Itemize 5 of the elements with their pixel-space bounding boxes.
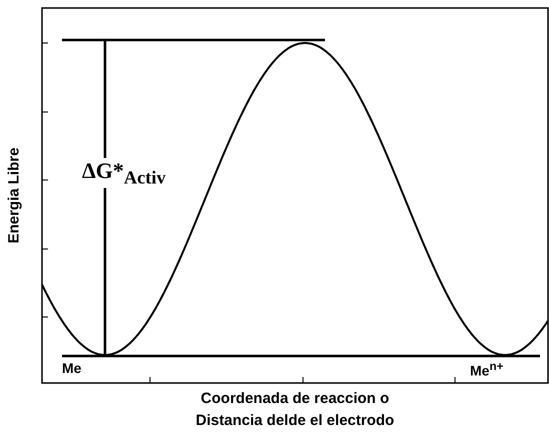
energy-label: ΔG*$_{Activ}$ (82, 158, 166, 188)
state-label: Me (62, 360, 82, 376)
axis-title: Energia Libre (5, 148, 22, 244)
axis-title: Coordenada de reaccion o Distancia delde el electrodo (194, 389, 396, 431)
state-label: Me$^{n+}$ (470, 360, 504, 379)
